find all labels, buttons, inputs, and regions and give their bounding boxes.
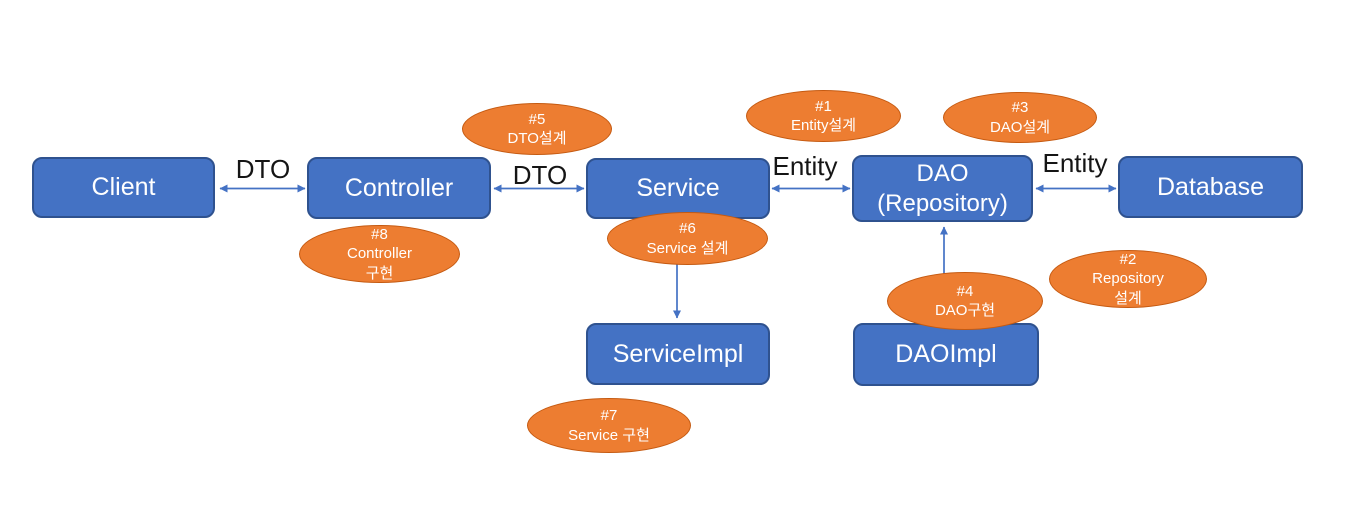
edge-label-dto-client-controller: DTO: [235, 154, 291, 184]
note-4-dao-implementation: #4 DAO구현: [887, 272, 1043, 330]
note-5-dto-design: #5 DTO설계: [462, 103, 612, 155]
box-controller: Controller: [307, 157, 491, 219]
box-serviceimpl: ServiceImpl: [586, 323, 770, 385]
note-3-dao-design: #3 DAO설계: [943, 92, 1097, 143]
box-database: Database: [1118, 156, 1303, 218]
box-dao-repository: DAO (Repository): [852, 155, 1033, 222]
edge-label-entity-service-dao: Entity: [772, 151, 838, 181]
box-service: Service: [586, 158, 770, 219]
box-daoimpl: DAOImpl: [853, 323, 1039, 386]
note-6-service-design: #6 Service 설계: [607, 212, 768, 265]
note-2-repository-design: #2 Repository 설계: [1049, 250, 1207, 308]
note-1-entity-design: #1 Entity설계: [746, 90, 901, 142]
box-client: Client: [32, 157, 215, 218]
note-8-controller-implementation: #8 Controller 구현: [299, 225, 460, 283]
edge-label-entity-dao-database: Entity: [1042, 148, 1108, 178]
edge-label-dto-controller-service: DTO: [512, 160, 568, 190]
note-7-service-implementation: #7 Service 구현: [527, 398, 691, 453]
